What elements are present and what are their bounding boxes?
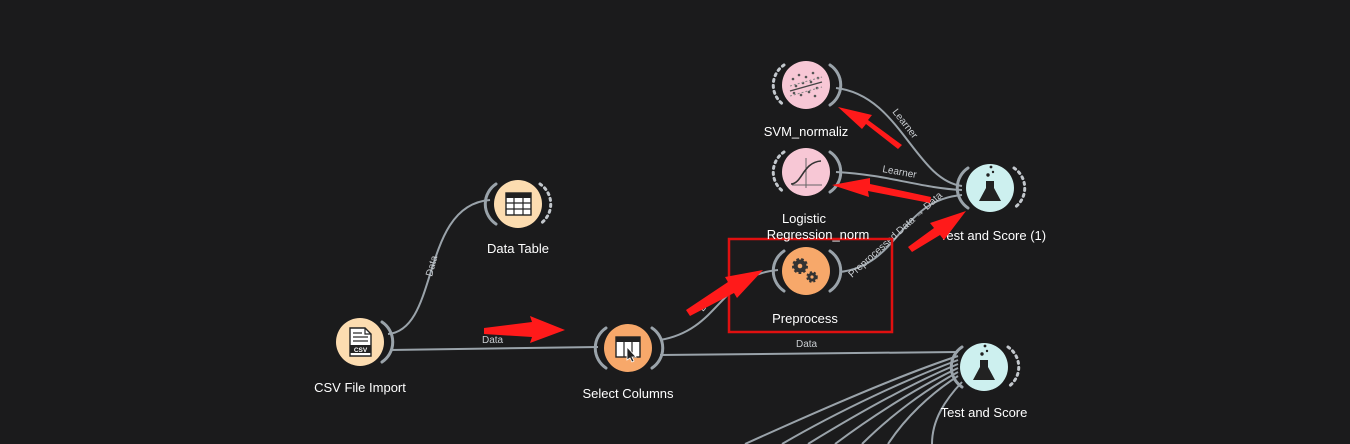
gears-icon (792, 258, 818, 283)
widget-circle (782, 247, 830, 295)
annotation-arrow-to-logreg (832, 178, 931, 203)
link-logreg-to-testscore1[interactable] (835, 171, 963, 191)
table-icon (505, 192, 532, 216)
output-anchor-dotted[interactable] (1012, 166, 1027, 210)
input-anchor-dotted[interactable] (771, 150, 786, 194)
link-input-7[interactable] (931, 381, 963, 444)
link-input-1[interactable] (744, 355, 959, 444)
svg-text:CSV: CSV (354, 347, 368, 354)
widget-svm-normalized[interactable]: SVM_normaliz (764, 61, 849, 139)
output-anchor[interactable] (828, 249, 843, 293)
widget-csv-file-import[interactable]: CSV CSV File Import (314, 318, 406, 395)
link-csv-to-select[interactable] (389, 346, 599, 351)
widget-label: SVM_normaliz (764, 124, 849, 139)
annotation-arrows (484, 107, 966, 343)
annotation-arrow-to-preprocess (686, 270, 763, 316)
csv-file-icon: CSV (349, 327, 372, 357)
select-columns-icon (615, 336, 641, 363)
flask-icon (973, 344, 995, 380)
widget-preprocess[interactable]: Preprocess (771, 247, 843, 326)
flask-icon (979, 165, 1001, 201)
input-anchor[interactable] (771, 249, 786, 293)
input-anchor[interactable] (949, 345, 964, 389)
widget-label: Preprocess (772, 311, 838, 326)
link-input-2[interactable] (781, 359, 959, 444)
widget-label: Test and Score (941, 405, 1028, 420)
link-select-to-preprocess[interactable] (659, 269, 779, 341)
link-select-to-testscore[interactable] (659, 351, 959, 356)
output-anchor[interactable] (650, 326, 665, 370)
links-layer: Data Data Data Data Preprocessed Data → … (387, 87, 963, 444)
annotation-arrow-to-svm (838, 107, 902, 149)
widget-label: Data Table (487, 241, 549, 256)
widget-data-table[interactable]: Data Table (483, 180, 553, 256)
input-anchor[interactable] (955, 166, 970, 210)
widget-label-line1: Logistic (782, 211, 827, 226)
link-csv-to-datatable[interactable] (387, 199, 491, 335)
link-input-4[interactable] (834, 367, 959, 444)
output-anchor[interactable] (380, 320, 395, 364)
link-input-5[interactable] (861, 371, 959, 444)
link-input-6[interactable] (887, 375, 959, 444)
output-anchor-dotted[interactable] (1006, 345, 1021, 389)
output-anchor-dotted[interactable] (538, 182, 553, 226)
scatter-icon (789, 71, 823, 98)
link-label-csv-to-datatable: Data (424, 254, 440, 278)
widget-test-and-score-1[interactable]: Test and Score (1) (940, 164, 1046, 243)
input-anchor-dotted[interactable] (771, 63, 786, 107)
input-anchor[interactable] (593, 326, 608, 370)
widget-logistic-regression[interactable]: Logistic Regression_norm (767, 148, 870, 242)
link-label-csv-to-select: Data (482, 335, 504, 346)
link-svm-to-testscore1[interactable] (835, 87, 963, 187)
annotation-arrow-to-testscore1 (908, 211, 966, 252)
widget-label: CSV File Import (314, 380, 406, 395)
widget-label: Select Columns (582, 386, 674, 401)
widget-label: Test and Score (1) (940, 228, 1046, 243)
link-input-3[interactable] (807, 363, 959, 444)
widget-label-line2: Regression_norm (767, 227, 870, 242)
sigmoid-icon (790, 158, 822, 188)
widget-test-and-score[interactable]: Test and Score (941, 343, 1028, 420)
link-label-select-to-testscore: Data (796, 339, 818, 350)
output-anchor[interactable] (828, 150, 843, 194)
link-preprocess-to-testscore1[interactable] (839, 194, 963, 273)
widget-circle (782, 61, 830, 109)
input-anchor[interactable] (483, 182, 498, 226)
annotation-arrow-to-select (484, 316, 565, 343)
widget-select-columns[interactable]: Select Columns (582, 324, 674, 401)
output-anchor[interactable] (828, 63, 843, 107)
